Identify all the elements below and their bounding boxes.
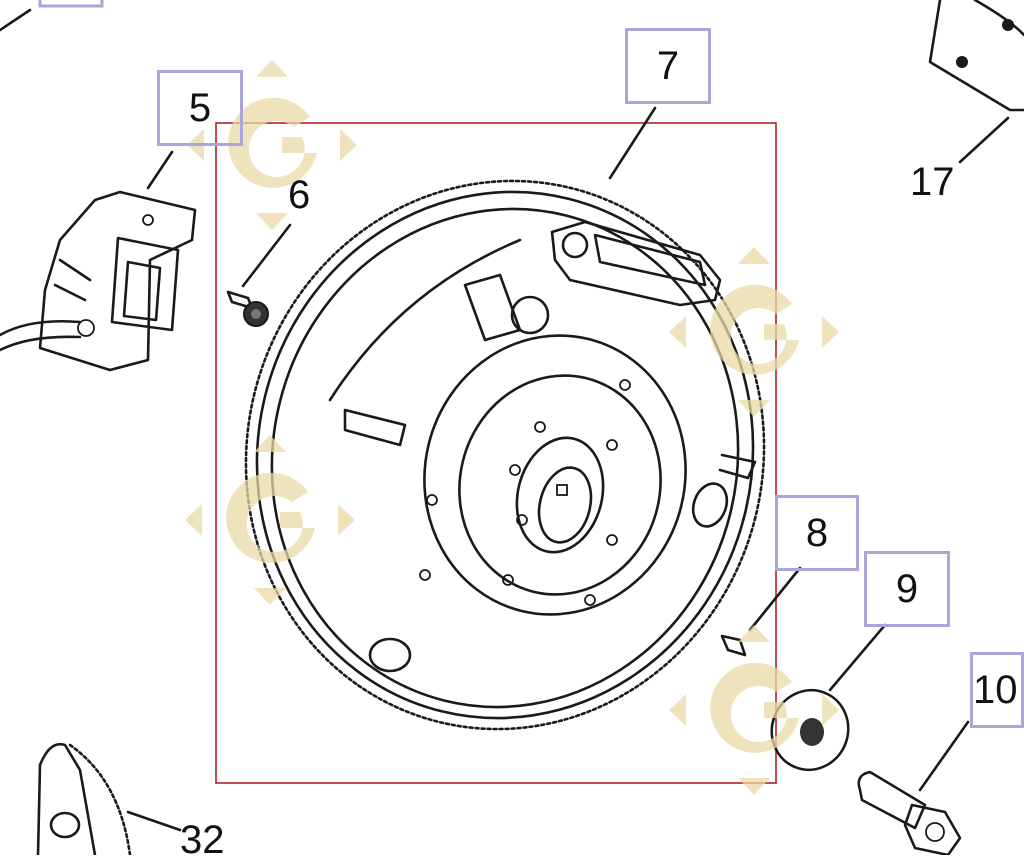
callout-5-text: 5	[188, 86, 212, 130]
callout-6[interactable]: 6	[288, 173, 311, 217]
flywheel-highlight-frame	[215, 122, 777, 784]
callout-8-text: 8	[805, 511, 829, 555]
part-7-flywheel	[244, 106, 766, 731]
callout-9[interactable]: 9	[864, 551, 950, 627]
callout-8[interactable]: 8	[775, 495, 859, 571]
part-17-bracket	[928, 0, 1024, 164]
g-logo-icon	[669, 625, 839, 795]
g-logo-icon	[185, 435, 355, 605]
callout-9-text: 9	[895, 567, 919, 611]
part-6-screw	[226, 223, 292, 327]
callout-7[interactable]: 7	[625, 28, 711, 104]
part-32-sensor	[36, 742, 182, 855]
part-8-key	[720, 566, 802, 657]
g-logo-icon	[669, 247, 839, 417]
callout-10-text: 10	[973, 668, 1018, 712]
part-10-bolt	[857, 720, 970, 855]
callout-7-text: 7	[656, 44, 680, 88]
callout-5[interactable]: 5	[157, 70, 243, 146]
corner-part-top-left	[0, 0, 104, 32]
part-5-ignition-coil	[0, 150, 197, 372]
callout-17[interactable]: 17	[910, 160, 955, 204]
callout-32[interactable]: 32	[180, 818, 225, 862]
callout-10[interactable]: 10	[970, 652, 1024, 728]
